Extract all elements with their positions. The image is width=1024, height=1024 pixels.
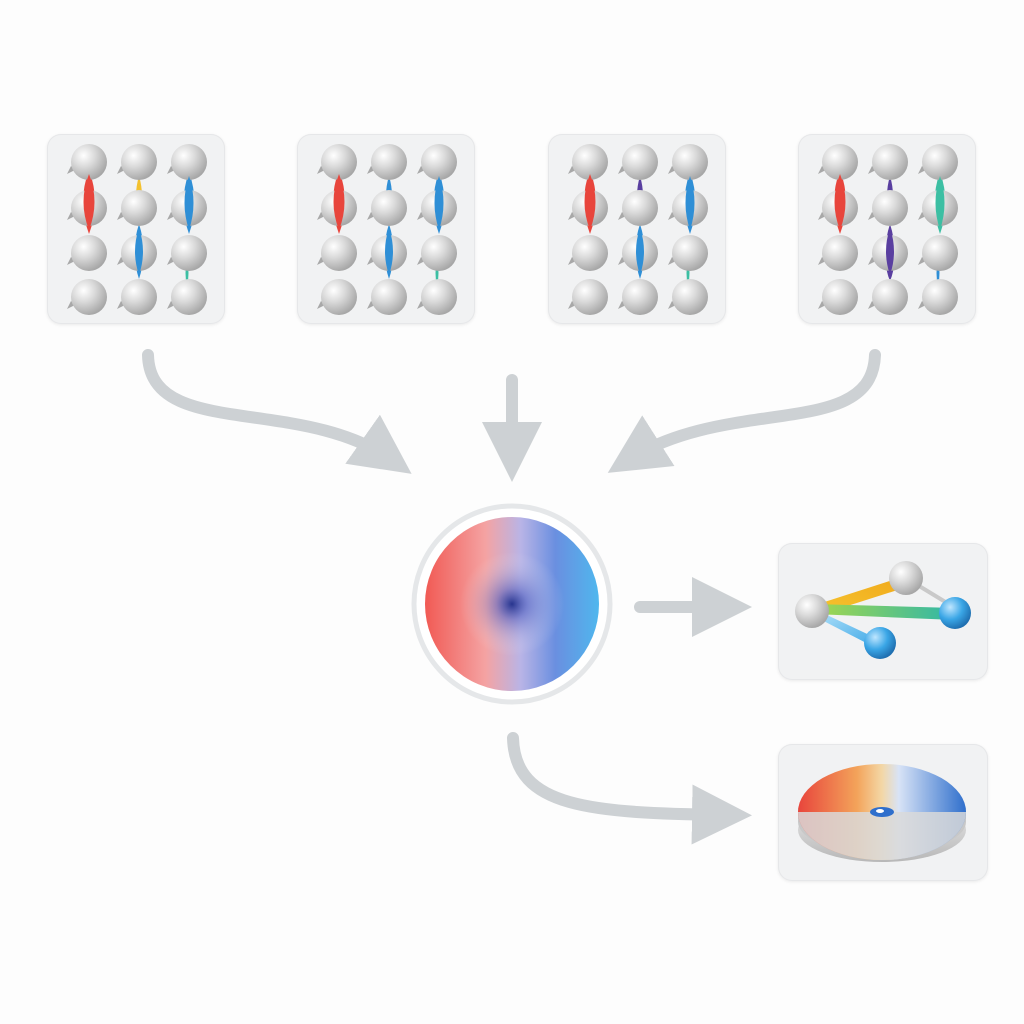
lattice-1 bbox=[67, 144, 207, 315]
lattice-4 bbox=[818, 144, 958, 315]
atom bbox=[872, 279, 908, 315]
atom bbox=[421, 144, 457, 180]
bond bbox=[333, 174, 345, 230]
atom bbox=[622, 279, 658, 315]
atom bbox=[822, 144, 858, 180]
atom bbox=[371, 144, 407, 180]
atom bbox=[872, 144, 908, 180]
atom bbox=[421, 235, 457, 271]
bond bbox=[834, 174, 846, 230]
atom bbox=[572, 279, 608, 315]
atom bbox=[71, 144, 107, 180]
bond bbox=[135, 228, 143, 275]
atom bbox=[321, 144, 357, 180]
atom bbox=[622, 190, 658, 226]
atom bbox=[121, 279, 157, 315]
arrow-right-curve bbox=[607, 349, 881, 473]
bond bbox=[385, 228, 393, 275]
arrow-to-wheel bbox=[507, 732, 752, 845]
atom bbox=[121, 144, 157, 180]
atom bbox=[171, 279, 207, 315]
atom bbox=[572, 235, 608, 271]
atom bbox=[171, 235, 207, 271]
bond bbox=[636, 228, 644, 275]
atom bbox=[672, 144, 708, 180]
atom bbox=[822, 235, 858, 271]
bond bbox=[584, 174, 596, 230]
arrow-left-curve bbox=[142, 349, 412, 474]
lattice-3 bbox=[568, 144, 708, 315]
lattice-group bbox=[67, 144, 958, 315]
atom bbox=[922, 279, 958, 315]
bond bbox=[685, 176, 695, 230]
atom bbox=[922, 144, 958, 180]
atom bbox=[71, 235, 107, 271]
atom bbox=[171, 144, 207, 180]
bond bbox=[886, 228, 894, 275]
bond bbox=[83, 174, 95, 230]
atom bbox=[321, 235, 357, 271]
atom bbox=[121, 190, 157, 226]
molecule-icon bbox=[795, 561, 971, 659]
bond bbox=[434, 176, 444, 230]
atom bbox=[672, 235, 708, 271]
atom bbox=[872, 190, 908, 226]
gradient-disc bbox=[411, 503, 613, 705]
atom bbox=[672, 279, 708, 315]
atom bbox=[922, 235, 958, 271]
atom bbox=[622, 144, 658, 180]
color-wheel-icon bbox=[798, 764, 966, 862]
atom bbox=[71, 279, 107, 315]
atom bbox=[572, 144, 608, 180]
atom bbox=[371, 279, 407, 315]
input-arrows bbox=[142, 349, 881, 482]
atom bbox=[321, 279, 357, 315]
output-arrows bbox=[507, 577, 752, 845]
atom bbox=[822, 279, 858, 315]
atom bbox=[371, 190, 407, 226]
bond bbox=[935, 176, 945, 230]
bond bbox=[184, 176, 194, 230]
atom bbox=[421, 279, 457, 315]
lattice-2 bbox=[317, 144, 457, 315]
